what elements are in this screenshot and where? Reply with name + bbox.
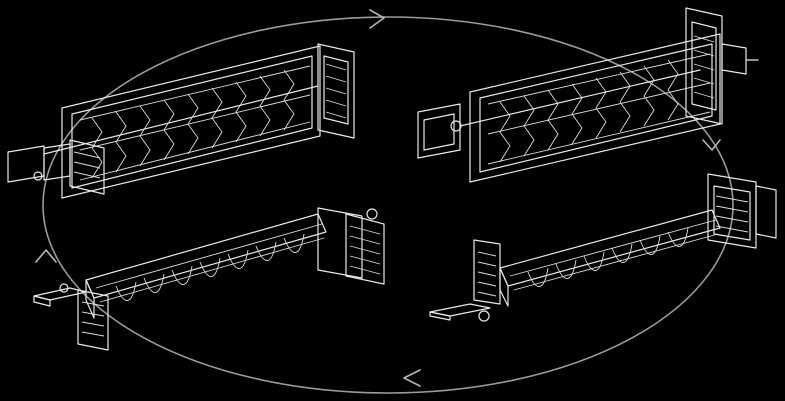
tray-bottom-left (33, 207, 385, 351)
rack-top-right (417, 7, 759, 183)
arrow-top-icon (369, 9, 385, 29)
tray-bottom-right (429, 173, 777, 322)
rack-top-left (7, 43, 355, 199)
arrow-right-icon (702, 139, 721, 151)
cycle-loop (35, 9, 734, 394)
arrow-bottom-icon (403, 369, 421, 387)
cycle-ellipse (42, 16, 734, 394)
arrow-left-icon (35, 249, 57, 263)
